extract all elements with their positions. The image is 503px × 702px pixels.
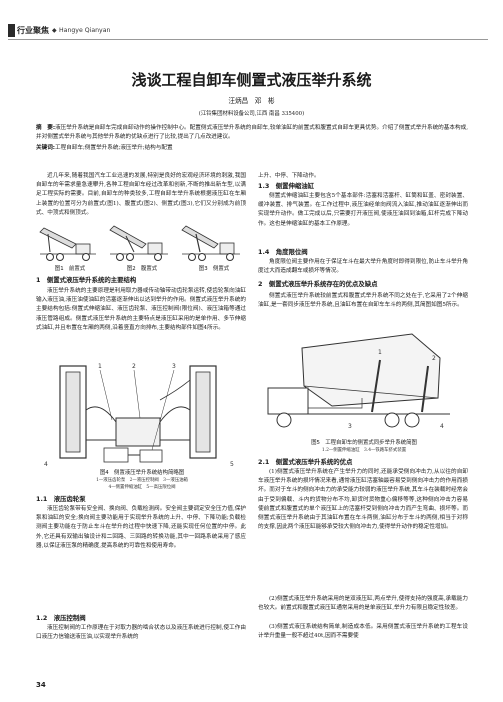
section-2-1-text-3: (3)侧置式液压系统结构简单,制造成本低。采用侧置式液压举升系统的工程车设计举升… bbox=[258, 624, 468, 640]
section-1-1-heading: 1.1 液压齿轮泵 bbox=[36, 495, 86, 503]
header-column-name: Hangye Qianyan bbox=[59, 27, 111, 34]
section-2-1-text-2: (2)侧置式液压举升系统采用的是双液压缸,两点举升,使得支持的强度高,承载能力也… bbox=[258, 596, 468, 612]
section-1-text: 液压举升系统的主要原理是利用取力器或传动轴带动齿轮泵运转,使齿轮泵向油缸输入液压… bbox=[36, 288, 246, 331]
section-1-2-continued: 上升、中停、下降动作。 bbox=[258, 173, 320, 179]
keywords-text: 工程自卸车;侧置举升系统;液压举升;结构与配置 bbox=[55, 145, 173, 151]
section-1-heading: 1 侧置式液压举升系统的主要结构 bbox=[36, 276, 137, 284]
header-bar: 行业聚焦 ◆ Hangye Qianyan bbox=[8, 24, 488, 40]
svg-text:2: 2 bbox=[432, 355, 436, 362]
article-authors: 汪炳昌 邓 彬 bbox=[228, 97, 275, 105]
section-1-4-text: 角度限位阀主要作用在于保证车斗在最大举升角度时即得到限位,防止车斗举升角度过大而… bbox=[258, 259, 468, 275]
figure-sync-lift-system: 1 2 3 4 bbox=[262, 328, 466, 438]
svg-text:5: 5 bbox=[230, 461, 234, 468]
section-2-1-heading: 2.1 侧置式液压举升系统的优点 bbox=[258, 458, 353, 466]
svg-text:3: 3 bbox=[172, 363, 176, 370]
svg-text:1: 1 bbox=[378, 349, 382, 356]
figure-4-legend-2: 4—侧置伸缩油缸 5—高压限位阀 bbox=[108, 485, 176, 490]
figure-4-legend-1: 1—液压齿轮泵 2—液压控制阀 3—液压油箱 bbox=[96, 478, 188, 483]
intro-paragraph: 近几年来,随着我国汽车工业迅速的发展,特别是良好的宏观经济环境的刺激,我国自卸车… bbox=[36, 173, 246, 216]
figure-hydraulic-system: 1 2 3 4 5 bbox=[40, 360, 244, 468]
svg-text:3: 3 bbox=[348, 423, 352, 430]
section-1-2-text: 液压控制阀的工作原理在于对取力器的啮合状态以及液压系统进行控制,使工作由口液压力… bbox=[36, 625, 246, 641]
section-2-heading: 2 侧置式液压举升系统存在的优点及缺点 bbox=[258, 280, 378, 288]
section-1-4-heading: 1.4 角度限位阀 bbox=[258, 248, 308, 256]
section-2-text: 侧置式液压举升系统较前置式和腹置式举升系统不同之处在于,它采用了2个伸缩油缸,是… bbox=[258, 293, 468, 309]
figure-4-caption: 图4 侧置液压举升系统结构简略图 bbox=[99, 470, 185, 476]
section-1-2-heading: 1.2 液压控制阀 bbox=[36, 614, 86, 622]
section-1-3-text: 侧置式伸缩油缸主要包含5个基本部件:活塞和活塞杆、缸筒和缸盖、密封装置、缓冲装置… bbox=[258, 193, 468, 227]
svg-text:1: 1 bbox=[98, 363, 102, 370]
figure-2-caption: 图2 腹置式 bbox=[126, 266, 158, 272]
abstract: 摘 要:液压举升系统是自卸车完成自卸动作的操作控制中心。配置侧式液压举升系统的自… bbox=[36, 124, 468, 142]
article-affiliation: (江铃集团材料设备公司,江西 南昌 335400) bbox=[198, 111, 305, 117]
header-diamond-icon: ◆ bbox=[52, 27, 57, 34]
figure-1-caption: 图1 前置式 bbox=[54, 266, 86, 272]
figure-5-legend: 1.2—侧置伸缩油缸 3.4—铁路车挤式装置 bbox=[321, 448, 407, 453]
figure-side-mounted bbox=[180, 222, 248, 264]
article-title: 浅谈工程自卸车侧置式液压举升系统 bbox=[131, 71, 372, 89]
abstract-text: 液压举升系统是自卸车完成自卸动作的操作控制中心。配置侧式液压举升系统的自卸车,较… bbox=[36, 125, 468, 141]
figure-front-mounted bbox=[36, 222, 104, 264]
figure-5-caption: 图5 工程自卸车的侧置式同步举升系统简图 bbox=[311, 440, 417, 446]
header-section-label: 行业聚焦 bbox=[17, 26, 49, 35]
figure-belly-mounted bbox=[108, 222, 176, 264]
svg-text:4: 4 bbox=[44, 461, 48, 468]
svg-text:2: 2 bbox=[132, 363, 136, 370]
section-1-3-heading: 1.3 侧置伸缩油缸 bbox=[258, 182, 315, 190]
section-1-1-text: 液压齿轮泵带有安全阀、换向阀、负载检测阀。安全阀主要调定安全压力值,保护泵和油缸… bbox=[36, 506, 246, 549]
page-number: 34 bbox=[36, 681, 46, 689]
abstract-label: 摘 要: bbox=[36, 125, 56, 131]
keywords: 关键词:工程自卸车;侧置举升系统;液压举升;结构与配置 bbox=[36, 144, 468, 153]
header-rule bbox=[8, 39, 488, 40]
figure-3-caption: 图3 侧置式 bbox=[198, 266, 230, 272]
keywords-label: 关键词: bbox=[36, 145, 56, 151]
section-2-1-text-1: (1)侧置式液压举升系统在产生举升力的同时,还能承受侧向冲击力,从以往的自卸车液… bbox=[258, 469, 468, 531]
header-logo bbox=[8, 24, 15, 37]
svg-text:4: 4 bbox=[440, 423, 444, 430]
